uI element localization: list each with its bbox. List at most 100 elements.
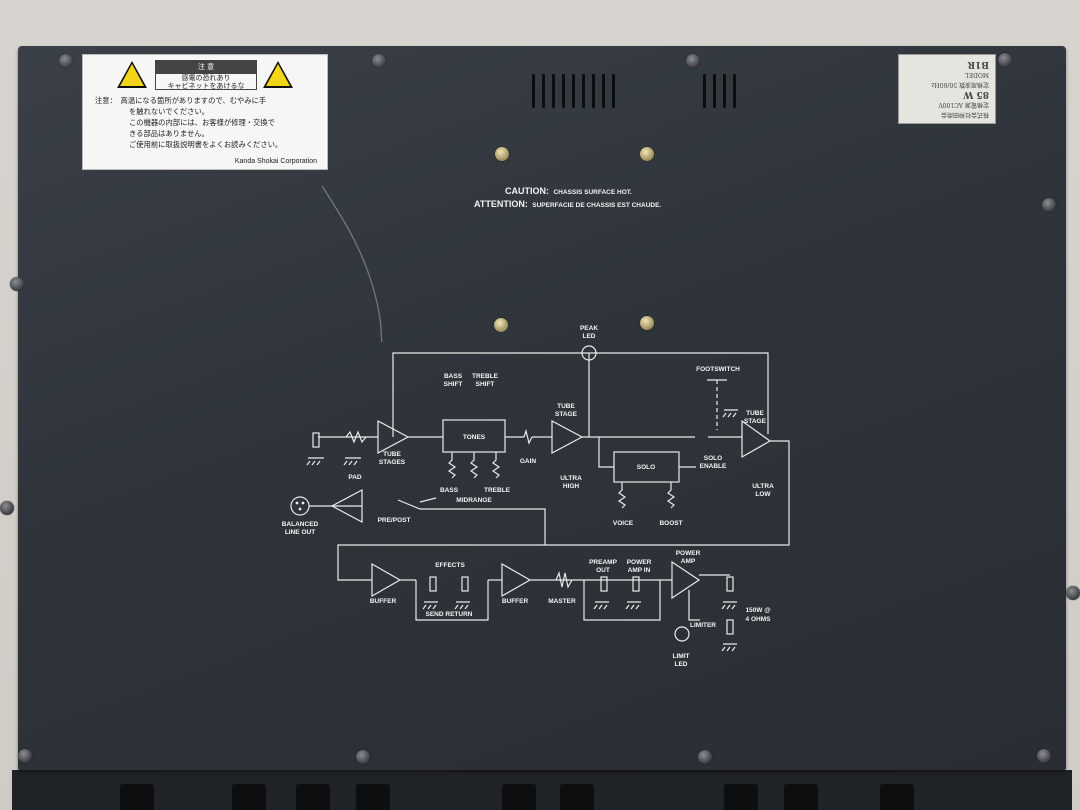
boost-pot — [666, 482, 676, 509]
peak-led-label: PEAK — [580, 325, 598, 332]
vent-slot — [612, 74, 615, 108]
jack-connector — [120, 784, 154, 810]
screw — [18, 749, 32, 763]
power-amp-in-label: POWER — [627, 559, 652, 566]
buffer-right-amp — [501, 562, 532, 598]
screw — [0, 501, 14, 515]
treble-label: TREBLE — [484, 487, 511, 494]
tube-stage-right-label: TUBE — [746, 410, 764, 417]
warning-header-line: キャビネットをあけるな — [167, 82, 245, 90]
caution-label: CAUTION: — [505, 186, 549, 196]
power-amp — [671, 560, 701, 600]
tube-stages-label: STAGES — [379, 459, 406, 466]
power-amp-label: POWER — [676, 550, 701, 557]
screw — [640, 316, 654, 330]
surface-scratch — [321, 185, 383, 343]
buffer-left-label: BUFFER — [370, 598, 397, 605]
gain-label: GAIN — [520, 458, 537, 465]
screw — [495, 147, 509, 161]
warning-header-line: 感電の恐れあり — [181, 74, 231, 82]
screw — [686, 54, 700, 68]
attention-text: SUPERFACIE DE CHASSIS EST CHAUDE. — [532, 202, 662, 209]
screw — [494, 318, 508, 332]
voice-label: VOICE — [613, 520, 634, 527]
ultra-low-label: ULTRA — [752, 483, 774, 490]
tube-stages-amp — [377, 420, 410, 454]
bass-label: BASS — [440, 487, 459, 494]
warning-text-line: 注意： 高温になる箇所がありますので、むやみに手 — [95, 96, 267, 105]
warning-text-line: きる部品はありません。 — [129, 129, 209, 138]
screw — [372, 54, 386, 68]
solo-label: SOLO — [637, 464, 655, 471]
vent-slot — [542, 74, 545, 108]
tube-stage-amp — [551, 420, 584, 454]
gain-pot — [523, 428, 533, 445]
preamp-out-label: PREAMP — [589, 559, 617, 566]
pad-resistor — [345, 430, 367, 444]
tube-stage-label: STAGE — [555, 411, 578, 418]
jack-connector — [356, 784, 390, 810]
power-rating-label: 150W @ — [745, 607, 770, 614]
screw — [59, 54, 73, 68]
screw — [640, 147, 654, 161]
jack-connector — [232, 784, 266, 810]
bass-shift-label: BASS — [444, 373, 463, 380]
limit-led-label: LIMIT — [673, 653, 690, 660]
jack-connector — [296, 784, 330, 810]
master-pot — [555, 571, 573, 589]
pre-post-label: PRE/POST — [378, 517, 411, 524]
balanced-line-out-label: LINE OUT — [285, 529, 315, 536]
tube-stages-label: TUBE — [383, 451, 401, 458]
ultra-high-label: HIGH — [563, 483, 580, 490]
limit-led-label: LED — [675, 661, 688, 668]
vent-slot — [723, 74, 726, 108]
screw — [698, 750, 712, 764]
warning-body: 注意： 高温になる箇所がありますので、むやみに手 を触れないでください。 この機… — [95, 95, 319, 150]
company-name: Kanda Shokai Corporation — [234, 158, 317, 165]
mid-pot — [469, 452, 479, 479]
limit-led-icon — [674, 626, 690, 642]
screw — [1042, 198, 1056, 212]
buffer-right-label: BUFFER — [502, 598, 529, 605]
screw — [1066, 586, 1080, 600]
vent-slot — [592, 74, 595, 108]
pad-label: PAD — [348, 474, 362, 481]
peak-led-icon — [581, 345, 597, 361]
preamp-out-label: OUT — [596, 567, 610, 574]
balanced-out-amp — [330, 489, 363, 523]
balanced-line-out-label: BALANCED — [282, 521, 319, 528]
vent-slot — [582, 74, 585, 108]
treble-pot — [491, 452, 501, 479]
attention-line: ATTENTION: SUPERFACIE DE CHASSIS EST CHA… — [474, 194, 661, 212]
effects-label: EFFECTS — [435, 562, 465, 569]
vent-slot — [733, 74, 736, 108]
footswitch-label: FOOTSWITCH — [696, 366, 740, 373]
caution-warning-icon: ! — [263, 61, 293, 88]
warning-text-line: ご使用前に取扱説明書をよくお読みください。 — [129, 140, 283, 149]
tones-label: TONES — [463, 434, 486, 441]
power-amp-label: AMP — [681, 558, 696, 565]
solo-block — [613, 451, 680, 483]
xlr-connector-icon — [290, 496, 310, 516]
midrange-label: MIDRANGE — [456, 497, 492, 504]
jack-connector — [560, 784, 594, 810]
vent-slot — [572, 74, 575, 108]
buffer-left-amp — [371, 562, 402, 598]
warning-header: 注 意 感電の恐れあり キャビネットをあけるな — [155, 60, 257, 90]
jack-connector — [880, 784, 914, 810]
screw — [10, 277, 24, 291]
vent-slot — [532, 74, 535, 108]
screw — [1037, 749, 1051, 763]
bass-pot — [447, 452, 457, 479]
treble-shift-label: TREBLE — [472, 373, 499, 380]
tube-stage-right-label: STAGE — [744, 418, 767, 425]
master-label: MASTER — [548, 598, 576, 605]
boost-label: BOOST — [659, 520, 682, 527]
warning-text-line: を触れないでください。 — [129, 107, 210, 116]
caution-text: CHASSIS SURFACE HOT. — [553, 189, 632, 196]
screw — [356, 750, 370, 764]
vent-slot — [562, 74, 565, 108]
vent-slot — [602, 74, 605, 108]
warning-text-line: この機器の内部には、お客様が修理・交換で — [129, 118, 275, 127]
